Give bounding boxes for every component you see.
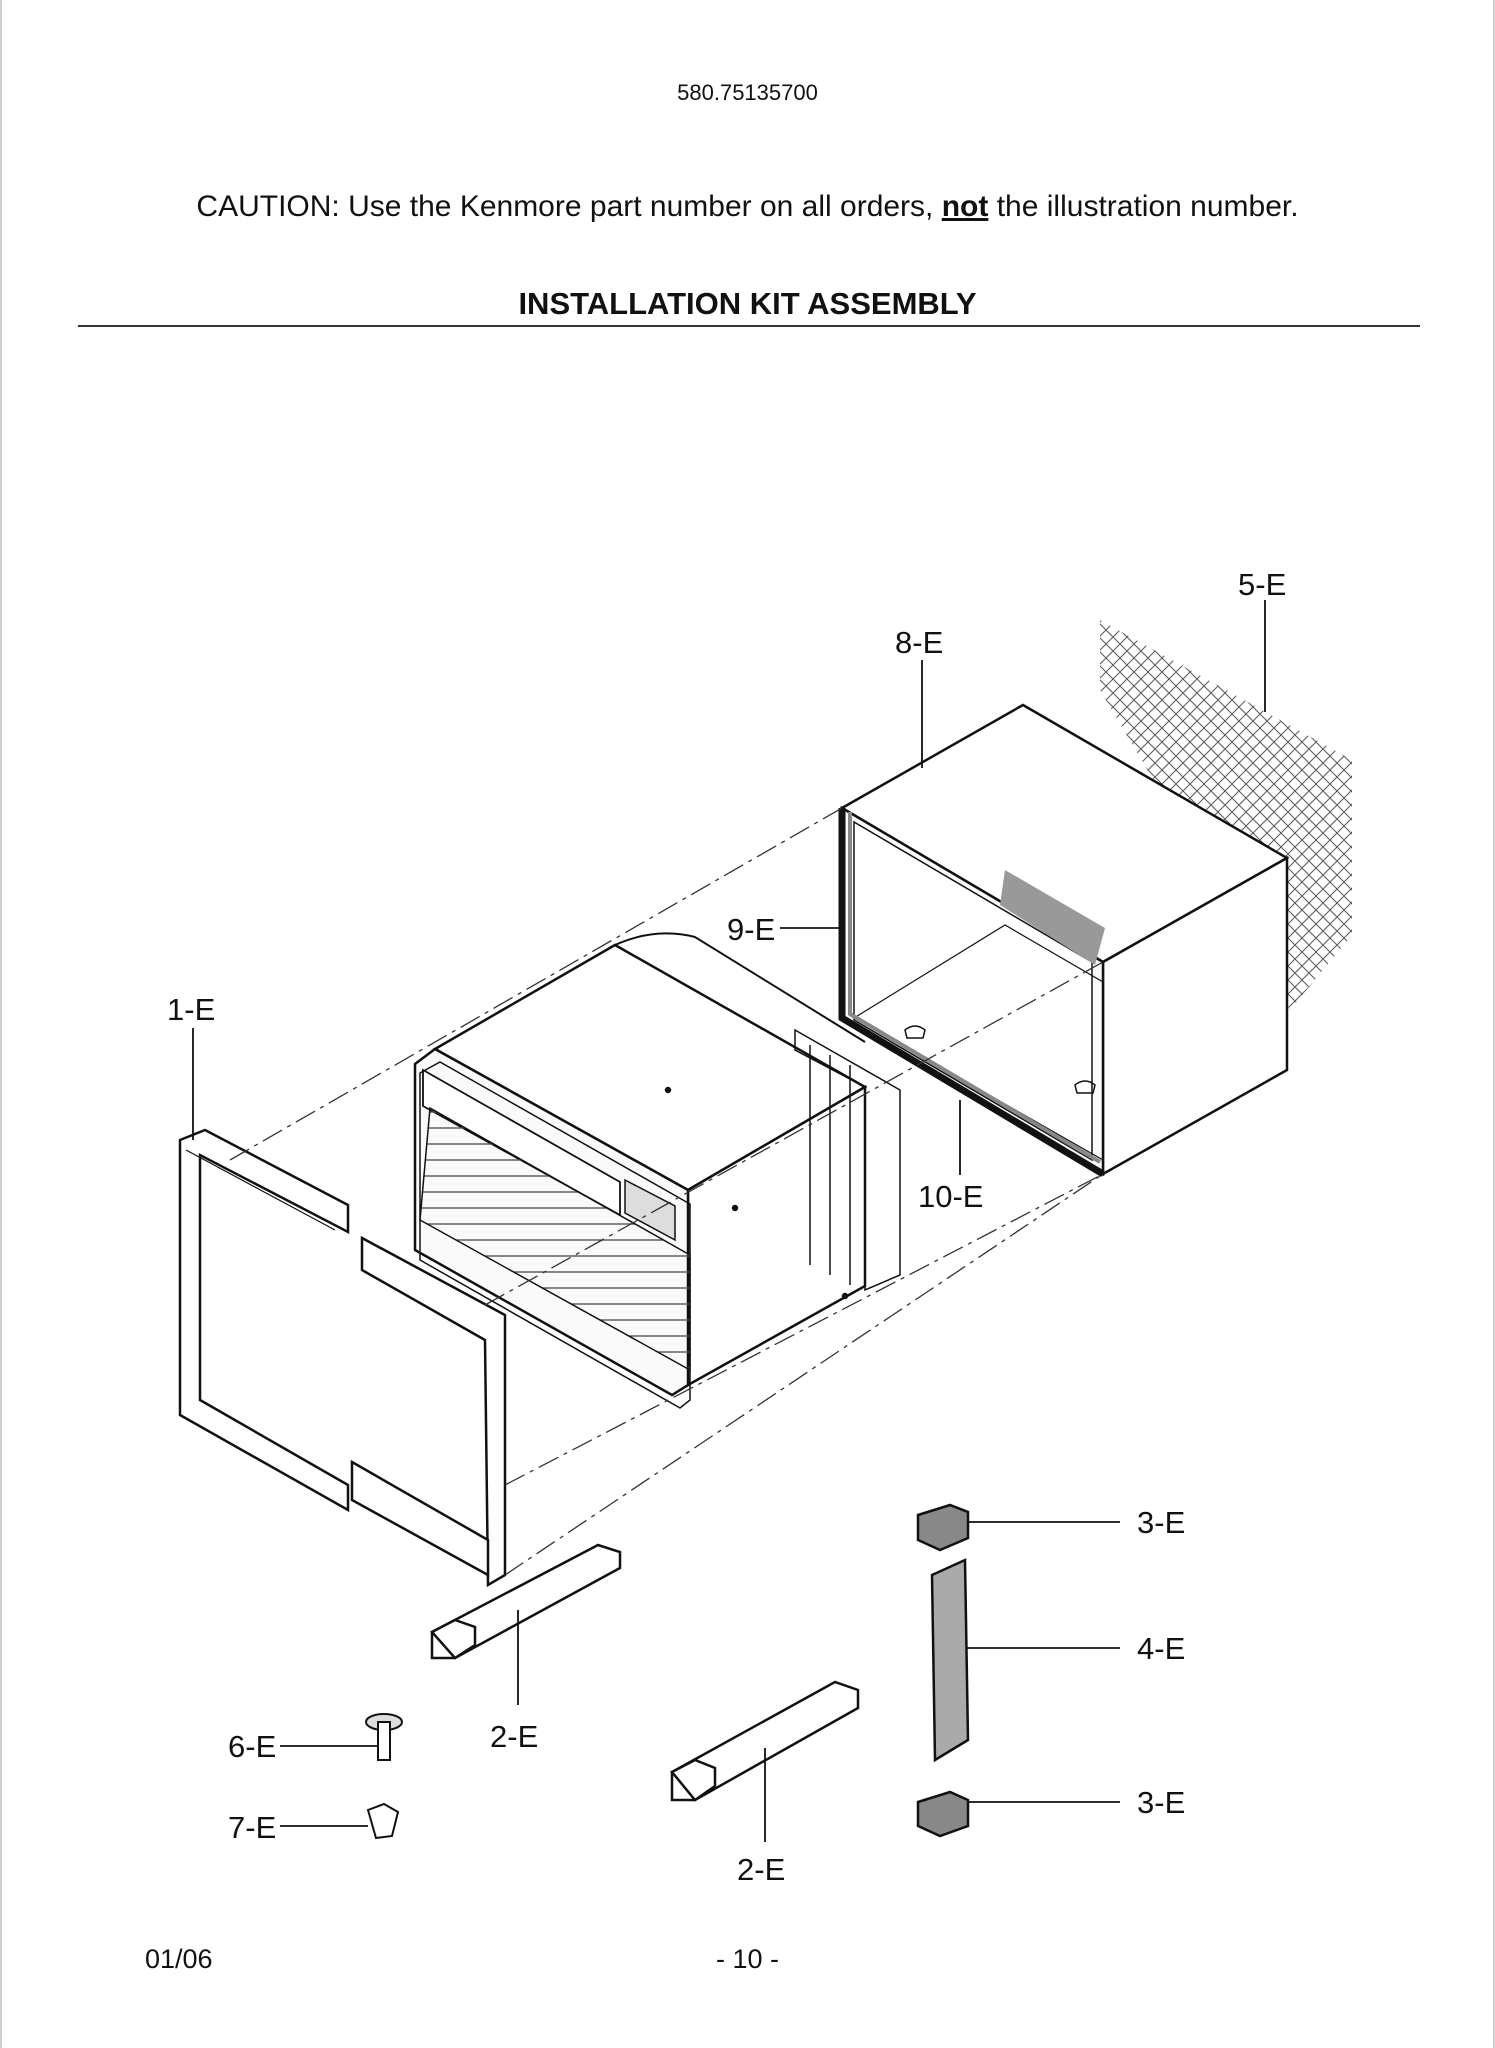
footer-date: 01/06 xyxy=(145,1944,213,1974)
caution-note: CAUTION: Use the Kenmore part number on … xyxy=(0,190,1495,224)
alignment-lines xyxy=(229,807,1104,1576)
caution-prefix: CAUTION: Use the Kenmore part number on … xyxy=(196,190,934,223)
leader-lines xyxy=(192,600,1266,1842)
air-conditioner-unit xyxy=(413,932,901,1409)
label-4E: 4-E xyxy=(1137,1631,1185,1666)
title-rule xyxy=(78,325,1420,327)
label-8E: 8-E xyxy=(895,625,943,660)
support-rail-2E-left xyxy=(430,1543,622,1660)
label-10E: 10-E xyxy=(918,1179,983,1214)
label-5E: 5-E xyxy=(1238,567,1286,602)
cabinet-sleeve-8E xyxy=(839,703,1290,1177)
mesh-screen-5E xyxy=(1100,620,1352,1010)
page-border-right xyxy=(1493,0,1495,2048)
clip-7E xyxy=(366,1802,400,1840)
label-7E: 7-E xyxy=(228,1810,276,1845)
page-border-left xyxy=(0,0,2,2048)
foam-blocks-3E xyxy=(916,1503,970,1838)
label-9E: 9-E xyxy=(727,912,775,947)
screw-6E xyxy=(365,1713,403,1761)
section-title: INSTALLATION KIT ASSEMBLY xyxy=(518,286,977,321)
label-6E: 6-E xyxy=(228,1729,276,1764)
model-number: 580.75135700 xyxy=(677,80,818,105)
label-1E: 1-E xyxy=(167,992,215,1027)
seal-strip-4E xyxy=(930,1558,970,1763)
front-frame-1E xyxy=(178,1128,507,1588)
gasket-9E-10E xyxy=(838,808,1105,1178)
footer-page-number: - 10 - xyxy=(715,1944,780,1974)
label-3E-bottom: 3-E xyxy=(1137,1785,1185,1820)
caution-emphasis: not xyxy=(941,190,989,223)
label-3E-top: 3-E xyxy=(1137,1505,1185,1540)
support-rail-2E-right xyxy=(670,1680,860,1802)
caution-suffix: the illustration number. xyxy=(996,190,1299,223)
label-2E-right: 2-E xyxy=(737,1852,785,1887)
label-2E-left: 2-E xyxy=(490,1719,538,1754)
